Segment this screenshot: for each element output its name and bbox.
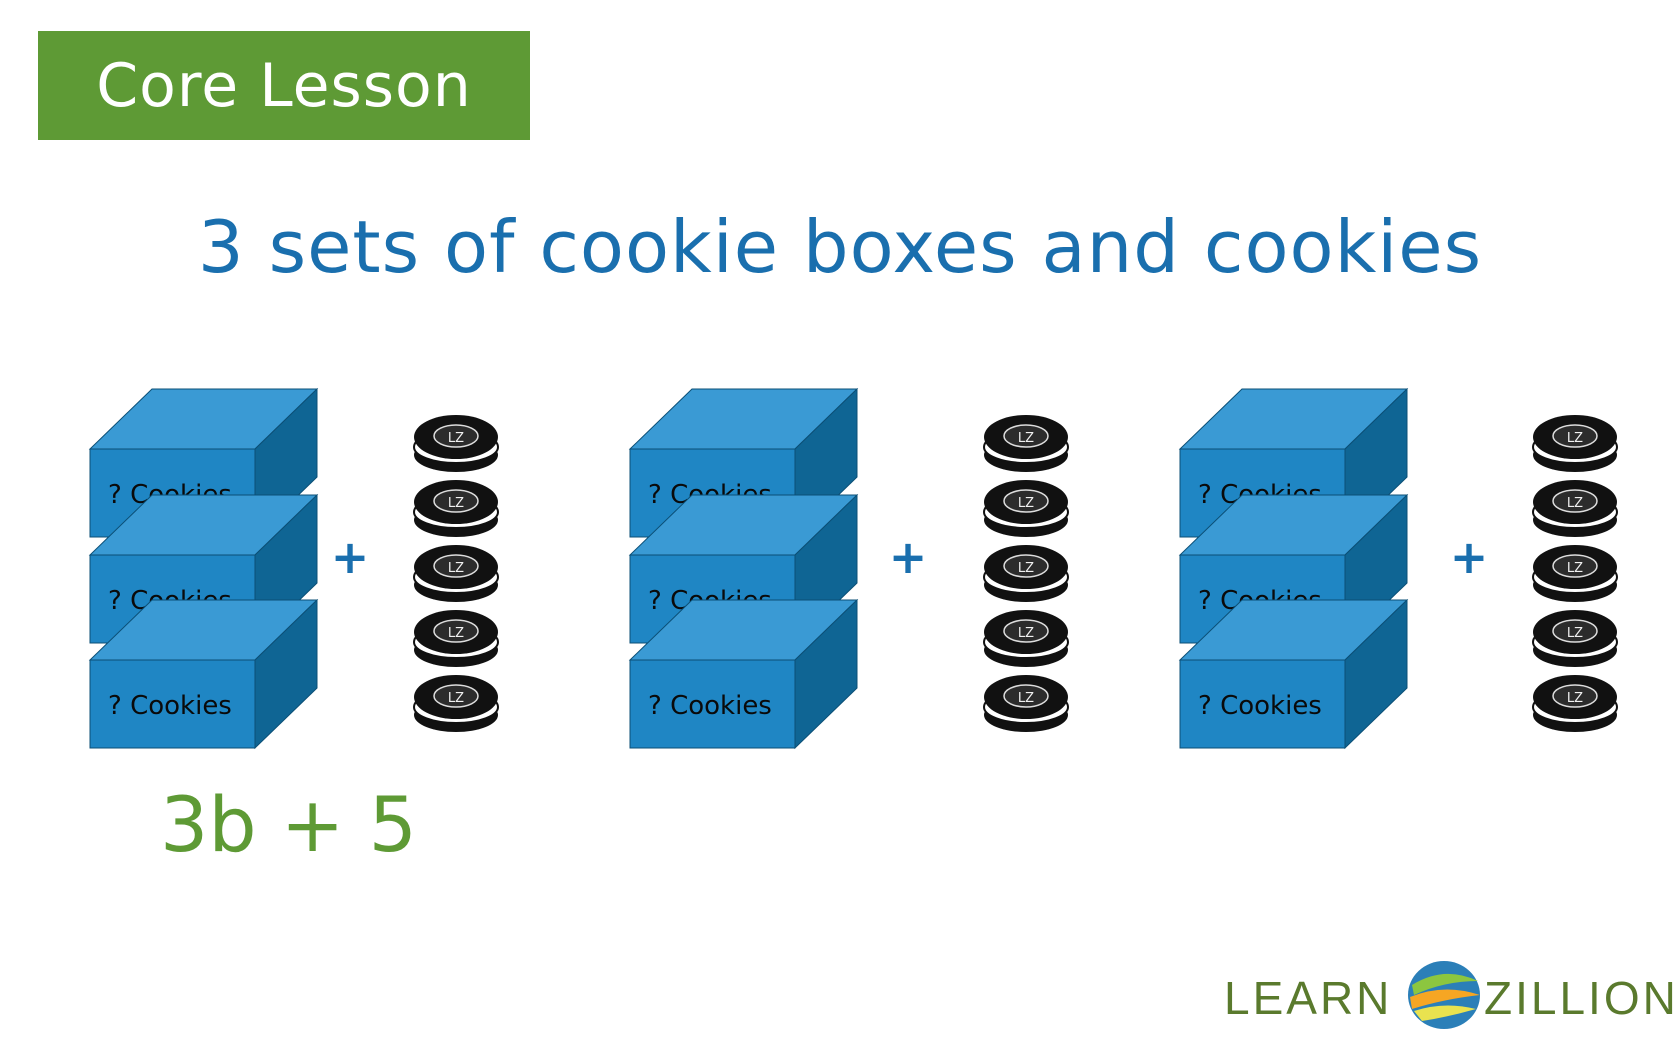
cookie-box: ? Cookies [628, 493, 859, 645]
lesson-title: 3 sets of cookie boxes and cookies [197, 205, 1483, 289]
cookie-label: LZ [1018, 626, 1034, 641]
cookie-label: LZ [1018, 431, 1034, 446]
cookie-icon: LZ [983, 545, 1069, 602]
cookie-icon: LZ [1532, 415, 1618, 472]
cookie-label: LZ [1567, 691, 1583, 706]
cookie-box: ? Cookies [88, 598, 319, 750]
learnzillion-logo: LEARN ZILLION [1224, 955, 1676, 1035]
cookie-icon: LZ [1532, 675, 1618, 732]
box-label: ? Cookies [1198, 691, 1322, 721]
cookie-label: LZ [1567, 431, 1583, 446]
plus-sign: + [331, 530, 370, 584]
cookie-icon: LZ [983, 610, 1069, 667]
logo-text-learn: LEARN [1224, 972, 1393, 1024]
cookie-label: LZ [1018, 496, 1034, 511]
plus-sign: + [889, 530, 928, 584]
cookie-icon: LZ [1532, 545, 1618, 602]
cookie-label: LZ [448, 431, 464, 446]
box-label: ? Cookies [648, 691, 772, 721]
cookie-label: LZ [1018, 691, 1034, 706]
plus-sign: + [1450, 530, 1489, 584]
cookie-label: LZ [1567, 496, 1583, 511]
cookie-icon: LZ [1532, 610, 1618, 667]
cookie-icon: LZ [983, 480, 1069, 537]
cookie-box: ? Cookies [628, 598, 859, 750]
cookie-icon: LZ [983, 675, 1069, 732]
cookie-label: LZ [1567, 626, 1583, 641]
cookie-icon: LZ [413, 545, 499, 602]
cookie-icon: LZ [1532, 480, 1618, 537]
logo-text-zillion: ZILLION [1484, 972, 1679, 1024]
cookie-icon: LZ [983, 415, 1069, 472]
cookie-icon: LZ [413, 480, 499, 537]
cookie-label: LZ [448, 626, 464, 641]
cookie-box: ? Cookies [1178, 598, 1409, 750]
cookie-label: LZ [1567, 561, 1583, 576]
cookie-label: LZ [448, 561, 464, 576]
cookie-icon: LZ [413, 610, 499, 667]
cookie-label: LZ [448, 496, 464, 511]
core-lesson-banner: Core Lesson [38, 31, 530, 140]
algebraic-expression: 3b + 5 [160, 780, 417, 869]
cookie-label: LZ [448, 691, 464, 706]
cookie-label: LZ [1018, 561, 1034, 576]
cookie-icon: LZ [413, 675, 499, 732]
core-lesson-label: Core Lesson [96, 50, 472, 121]
box-label: ? Cookies [108, 691, 232, 721]
logo-swirl-icon [1408, 961, 1480, 1029]
cookie-icon: LZ [413, 415, 499, 472]
